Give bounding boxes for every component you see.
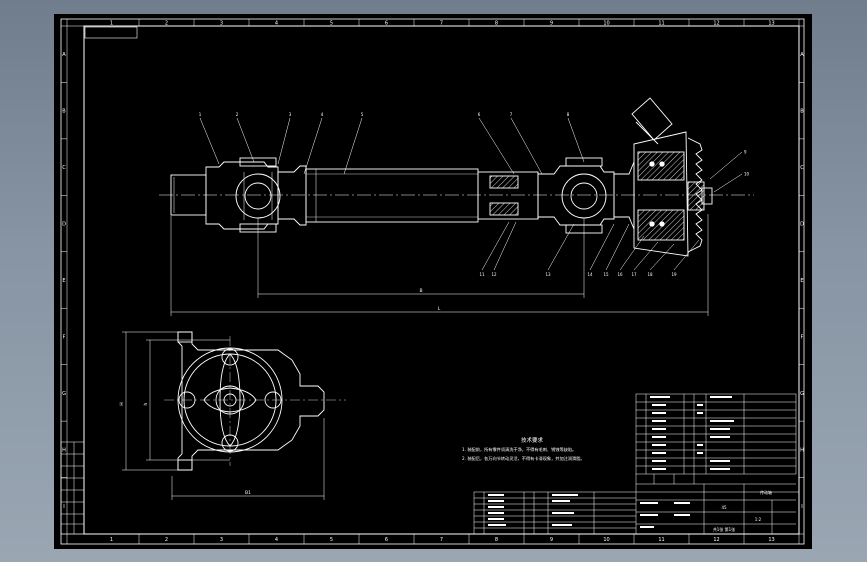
dim-end-height-inner: h	[143, 402, 149, 405]
balloon-label: 5	[361, 112, 364, 117]
zone-label: I	[63, 504, 64, 510]
zone-label: 12	[713, 21, 719, 27]
zone-label: 10	[603, 537, 609, 543]
parts-list	[635, 393, 797, 475]
zone-label: 9	[550, 21, 553, 27]
drive-shaft-end-view	[122, 331, 346, 500]
dim-center-span: B	[419, 288, 422, 294]
zone-label: 13	[768, 21, 774, 27]
zone-label: 1	[110, 21, 113, 27]
notes-title: 技术要求	[521, 436, 544, 444]
balloon-label: 14	[587, 272, 593, 277]
zone-label: 3	[220, 537, 223, 543]
zone-label: 5	[330, 537, 333, 543]
leader-lines	[199, 117, 743, 271]
zone-label: 2	[165, 21, 168, 27]
outer-frame	[60, 18, 805, 545]
main-dimensions	[170, 214, 709, 316]
balloon-label: 13	[545, 272, 551, 277]
zone-label: B	[800, 109, 804, 115]
balloon-label: 9	[744, 150, 747, 155]
drive-shaft-main-view	[159, 97, 754, 257]
note-line-2: 2. 装配后，各万向节转动灵活，不得有卡滞现象，并加注润滑脂。	[462, 455, 585, 462]
zone-label: F	[63, 334, 66, 340]
zone-label: H	[62, 447, 66, 453]
title-block-cells	[488, 494, 690, 528]
zone-label: H	[800, 447, 804, 453]
zone-label: E	[800, 278, 803, 284]
zone-label: 11	[658, 21, 664, 27]
zone-label: 12	[713, 537, 719, 543]
zone-label: 7	[440, 537, 443, 543]
dim-overall-length: L	[438, 306, 441, 312]
zone-label: B	[62, 109, 66, 115]
zone-labels-right: A B C D E F G H I	[799, 52, 804, 510]
note-line-1: 1. 装配前，所有零件须清洗干净，不得有毛刺、锈蚀等缺陷。	[462, 446, 576, 453]
zone-label: A	[62, 52, 66, 58]
zone-label: 6	[385, 21, 388, 27]
zone-label: 1	[110, 537, 113, 543]
title-block	[473, 474, 800, 535]
zone-label: 7	[440, 21, 443, 27]
title-scale: 1:2	[755, 517, 762, 522]
zone-label: 4	[275, 537, 278, 543]
zone-label: C	[62, 165, 66, 171]
dim-end-height-outer: H	[119, 402, 125, 405]
zone-label: 8	[495, 537, 498, 543]
balloon-label: 18	[647, 272, 653, 277]
zone-label: G	[800, 391, 804, 397]
zone-label: C	[800, 165, 804, 171]
balloon-label: 1	[199, 112, 202, 117]
balloon-label: 2	[236, 112, 239, 117]
balloon-label: 12	[491, 272, 497, 277]
zone-label: F	[801, 334, 804, 340]
balloon-label: 15	[603, 272, 609, 277]
parts-list-cells	[650, 396, 734, 470]
zone-label: 10	[603, 21, 609, 27]
zone-label: A	[800, 52, 804, 58]
zone-label: 8	[495, 21, 498, 27]
balloon-label: 3	[289, 112, 292, 117]
zone-label: 3	[220, 21, 223, 27]
zone-label: 5	[330, 21, 333, 27]
balloon-label: 4	[321, 112, 324, 117]
zone-label: I	[801, 504, 802, 510]
title-material: 45	[721, 505, 727, 510]
zone-label: 4	[275, 21, 278, 27]
title-sheet: 共1张 第1张	[713, 526, 735, 532]
balloon-label: 17	[631, 272, 637, 277]
zone-label: 2	[165, 537, 168, 543]
zone-label: G	[62, 391, 66, 397]
drawing-name: 传动轴	[760, 489, 772, 495]
zone-label: E	[62, 278, 65, 284]
zone-label: 6	[385, 537, 388, 543]
zone-labels-left: A B C D E F G H I	[61, 52, 67, 510]
balloon-label: 16	[617, 272, 623, 277]
balloon-label: 8	[567, 112, 570, 117]
zone-label: 11	[658, 537, 664, 543]
left-record-table	[60, 441, 85, 535]
code-box	[84, 26, 138, 39]
balloon-label: 6	[478, 112, 481, 117]
balloon-label: 11	[479, 272, 485, 277]
zone-label: D	[800, 222, 804, 228]
balloon-label: 7	[510, 112, 513, 117]
dim-end-width: B1	[245, 490, 251, 496]
zone-label: 9	[550, 537, 553, 543]
zone-label: D	[62, 222, 66, 228]
balloon-label: 19	[671, 272, 677, 277]
zone-label: 13	[768, 537, 774, 543]
balloon-label: 10	[744, 172, 750, 177]
